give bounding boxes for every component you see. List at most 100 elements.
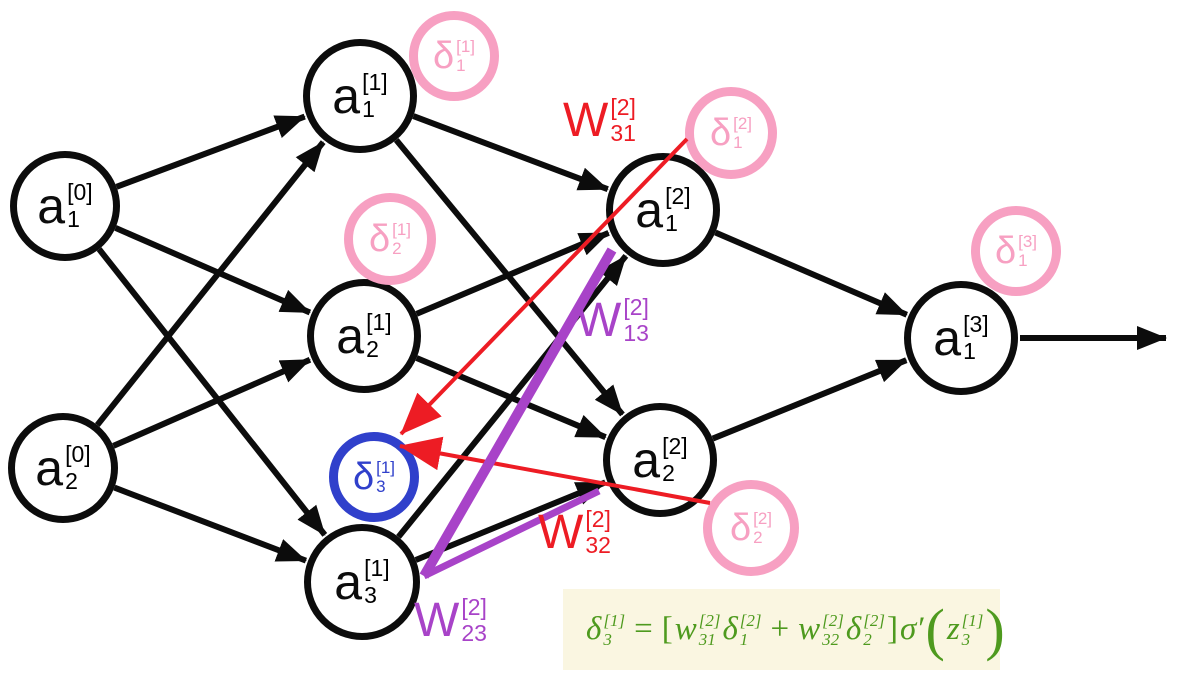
- delta-superscript: [3]: [1018, 232, 1038, 251]
- node-a1-2: a[1]2: [307, 279, 421, 393]
- node-subscript: 1: [362, 96, 375, 122]
- formula-scripts: [2]2: [863, 612, 885, 648]
- delta-base: δ: [729, 507, 752, 549]
- formula-token: =: [634, 611, 653, 647]
- weight-scripts: [2]32: [585, 508, 611, 557]
- node-a1-1: a[1]1: [303, 39, 417, 153]
- edge-a0-1-a1-1: [115, 113, 306, 190]
- weight-base: W: [563, 93, 609, 147]
- node-superscript: [1]: [364, 555, 390, 581]
- edge-a0-2-a1-3: [113, 484, 308, 564]
- delta-superscript: [2]: [733, 114, 753, 133]
- weight-scripts: [2]23: [461, 596, 487, 645]
- delta-scripts: [2]1: [733, 115, 752, 151]
- node-subscript: 2: [662, 460, 675, 486]
- node-subscript: 3: [364, 582, 377, 608]
- weight-label-w32: W[2]32: [538, 508, 611, 557]
- node-scripts: [1]3: [364, 557, 390, 607]
- weight-label: W[2]23: [414, 596, 487, 645]
- node-superscript: [0]: [67, 179, 93, 205]
- weight-base: W: [538, 505, 584, 559]
- node-a1-3: a[1]3: [304, 524, 420, 640]
- weight-label: W[2]13: [576, 296, 649, 345]
- formula-subscript: 1: [739, 629, 749, 649]
- node-label: a[0]2: [35, 443, 91, 494]
- formula-token: δ[1]3: [586, 612, 625, 648]
- weight-scripts: [2]13: [623, 296, 649, 345]
- delta-base: δ: [994, 230, 1017, 272]
- formula-scripts: [2]32: [822, 612, 844, 648]
- node-a3-1: a[3]1: [904, 281, 1018, 395]
- formula-base: δ: [722, 611, 738, 647]
- node-label: a[1]2: [336, 309, 392, 362]
- node-base: a: [332, 68, 361, 124]
- formula-token: δ[2]1: [722, 612, 761, 648]
- delta-label: δ[1]2: [369, 220, 411, 258]
- delta-subscript: 2: [392, 239, 402, 258]
- edge-a0-2-a1-2: [112, 356, 312, 449]
- node-scripts: [0]1: [67, 181, 93, 231]
- weight-subscript: 23: [461, 620, 487, 646]
- delta-label: δ[3]1: [995, 232, 1037, 270]
- node-superscript: [1]: [366, 309, 392, 335]
- edge-a2-1-a3-1: [714, 229, 908, 318]
- node-a0-2: a[0]2: [8, 413, 118, 523]
- node-label: a[0]1: [37, 181, 93, 232]
- delta-subscript: 1: [456, 56, 466, 75]
- formula-token: ): [985, 596, 1005, 662]
- weight-label: W[2]31: [563, 96, 636, 145]
- formula-base: δ: [845, 611, 862, 647]
- formula-base: δ: [586, 611, 602, 647]
- delta-subscript: 1: [733, 133, 743, 152]
- delta-marker-d1-1: δ[1]1: [409, 11, 499, 101]
- formula-scripts: [2]31: [699, 612, 721, 648]
- weight-superscript: [2]: [623, 294, 649, 320]
- delta-marker-d2-2: δ[2]2: [703, 480, 799, 576]
- delta-marker-d2-1: δ[2]1: [685, 87, 777, 179]
- node-scripts: [1]1: [362, 71, 388, 121]
- formula-superscript: [2]: [698, 610, 721, 630]
- formula-subscript: 3: [961, 629, 971, 649]
- formula-subscript: 2: [863, 629, 872, 649]
- node-scripts: [0]2: [65, 443, 91, 493]
- formula-token: [: [661, 611, 673, 647]
- formula-token: (: [925, 596, 945, 662]
- node-base: a: [933, 310, 962, 366]
- node-subscript: 1: [665, 210, 678, 236]
- weight-label-w31: W[2]31: [563, 96, 636, 145]
- formula-token: z[1]3: [947, 612, 984, 648]
- weight-superscript: [2]: [585, 506, 611, 532]
- delta-base: δ: [352, 456, 375, 498]
- weight-label: W[2]32: [538, 508, 611, 557]
- weight-scripts: [2]31: [610, 96, 636, 145]
- delta-scripts: [3]1: [1018, 233, 1037, 269]
- delta-subscript: 2: [753, 528, 763, 547]
- node-label: a[1]3: [334, 557, 390, 608]
- delta-scripts: [2]2: [753, 510, 772, 546]
- formula-token: +: [770, 611, 790, 647]
- formula-scripts: [2]1: [740, 612, 762, 648]
- node-superscript: [0]: [65, 441, 91, 467]
- weight-label-w13: W[2]13: [576, 296, 649, 345]
- weight-superscript: [2]: [461, 594, 487, 620]
- delta-marker-d3-1: δ[3]1: [971, 206, 1061, 296]
- node-scripts: [2]1: [665, 185, 691, 235]
- delta-base: δ: [368, 218, 391, 260]
- edge-a1-2-a2-2: [415, 355, 607, 440]
- node-base: a: [635, 182, 664, 238]
- delta-marker-d1-2: δ[1]2: [344, 193, 436, 285]
- formula-superscript: [1]: [961, 610, 984, 630]
- formula-subscript: 3: [603, 629, 612, 649]
- formula-token: δ[2]2: [846, 612, 885, 648]
- delta-superscript: [2]: [753, 509, 773, 528]
- node-scripts: [2]2: [662, 435, 688, 485]
- formula-token: w[2]31: [675, 612, 721, 648]
- weight-subscript: 31: [610, 120, 636, 146]
- node-label: a[1]1: [332, 68, 388, 124]
- edge-a0-1-a1-2: [114, 225, 312, 316]
- formula-superscript: [1]: [603, 610, 626, 630]
- node-superscript: [3]: [963, 311, 989, 337]
- formula-subscript: 31: [698, 629, 716, 649]
- node-a2-2: a[2]2: [603, 403, 717, 517]
